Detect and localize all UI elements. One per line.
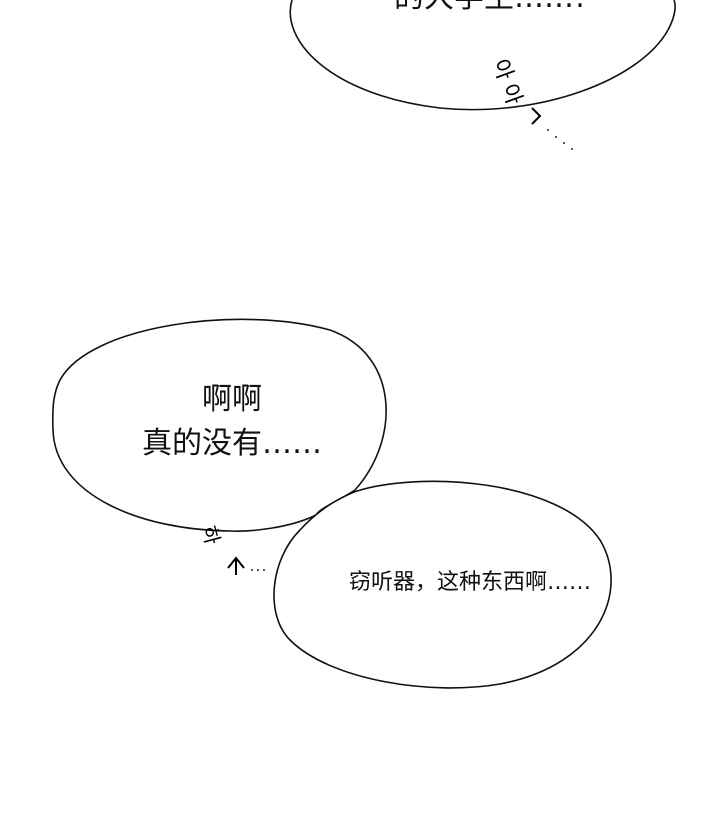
tail-dots-left xyxy=(251,569,265,571)
bubble-right-text: 窃听器，这种东西啊…… xyxy=(348,570,591,595)
bubble-left-line1: 啊啊 xyxy=(202,382,262,417)
sfx-strokes-left xyxy=(227,556,245,575)
sfx-strokes-top xyxy=(531,107,542,125)
speech-bubble-right xyxy=(273,480,612,689)
bubble-top-text: 的大学生……! xyxy=(300,0,680,16)
speech-bubble-top xyxy=(289,0,676,111)
tail-dots-top xyxy=(547,129,573,150)
bubble-left-line2: 真的没有…… xyxy=(142,426,322,461)
